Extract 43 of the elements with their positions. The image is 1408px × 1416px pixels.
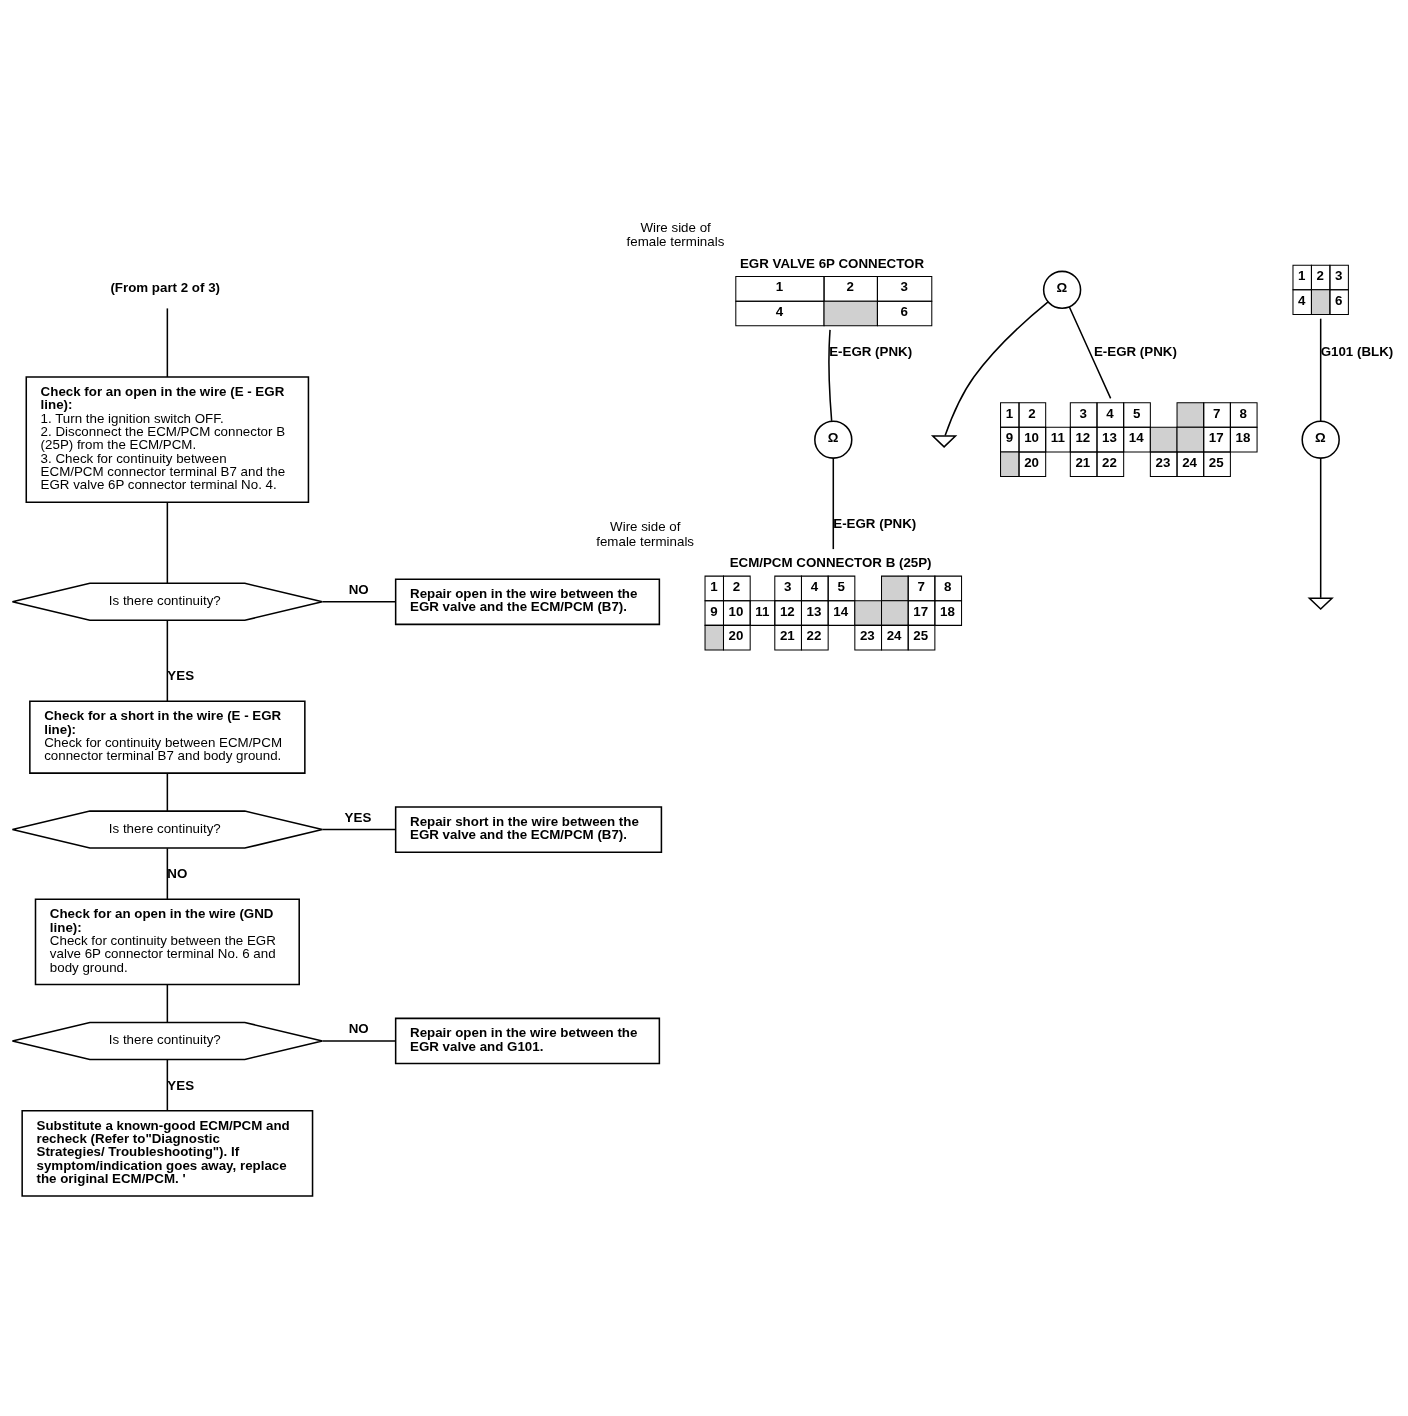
connector bbox=[166, 983, 169, 1023]
edge-label: YES bbox=[167, 1077, 195, 1093]
edge-label: NO bbox=[167, 865, 188, 881]
connector bbox=[321, 1039, 397, 1042]
node-circle: Ω bbox=[1042, 270, 1082, 309]
node-circle: Ω bbox=[814, 419, 853, 459]
connector bbox=[166, 847, 169, 900]
node-box: Substitute a known-good ECM/PCM and recheck (Refer to"Diagnostic Strategies/ Troubleshooting"). If symptom/indication goes away, replace the original ECM/PCM. ' bbox=[21, 1109, 314, 1197]
connector bbox=[944, 300, 1049, 436]
edge-label: G101 (BLK) bbox=[1320, 343, 1394, 359]
connector bbox=[1319, 457, 1322, 599]
node-box: Repair short in the wire between the EGR valve and the ECM/PCM (B7). bbox=[394, 805, 663, 853]
connector bbox=[321, 828, 397, 830]
connector bbox=[166, 307, 169, 378]
connector bbox=[321, 600, 397, 603]
edge-label: E-EGR (PNK) bbox=[833, 515, 917, 531]
connector bbox=[828, 328, 833, 422]
node-label: Wire side of female terminals bbox=[596, 518, 695, 549]
node-text: (From part 2 of 3) bbox=[110, 279, 220, 295]
node-box: Repair open in the wire between the EGR valve and the ECM/PCM (B7). bbox=[394, 577, 661, 625]
node-circle: Ω bbox=[1301, 419, 1340, 459]
node-label: ECM/PCM CONNECTOR B (25P) bbox=[729, 554, 932, 570]
node-box: Repair open in the wire between the EGR valve and G101. bbox=[394, 1017, 661, 1064]
edge-label: YES bbox=[344, 809, 372, 825]
connector bbox=[166, 771, 169, 812]
edge-label: NO bbox=[348, 1020, 369, 1036]
edge-label: E-EGR (PNK) bbox=[1093, 343, 1177, 359]
node-ground bbox=[930, 434, 958, 448]
connector bbox=[166, 501, 169, 584]
connector bbox=[166, 1058, 169, 1111]
connector bbox=[1068, 305, 1112, 399]
node-box: Check for an open in the wire (GND line): Check for continuity between the EGR valve 6P connector terminal No. 6 and body ground. bbox=[34, 898, 300, 985]
connector bbox=[832, 457, 835, 550]
node-box: Check for a short in the wire (E - EGR line): Check for continuity between ECM/PCM connector terminal B7 and body ground. bbox=[29, 700, 306, 774]
edge-label: E-EGR (PNK) bbox=[829, 343, 913, 359]
edge-label: NO bbox=[348, 581, 369, 597]
node-label: Wire side of female terminals bbox=[626, 219, 725, 249]
edge-label: YES bbox=[167, 667, 195, 683]
node-box: Check for an open in the wire (E - EGR line): 1. Turn the ignition switch OFF. 2. Disconnect the ECM/PCM connector B (25P) from the ECM/PCM. 3. Check for continuity between ECM/PCM connector terminal B7 and the EGR valve 6P connector terminal No. 4. bbox=[25, 375, 310, 503]
connector bbox=[1319, 317, 1322, 422]
connector bbox=[166, 619, 169, 702]
node-ground bbox=[1307, 596, 1334, 610]
node-label: EGR VALVE 6P CONNECTOR bbox=[739, 255, 925, 271]
